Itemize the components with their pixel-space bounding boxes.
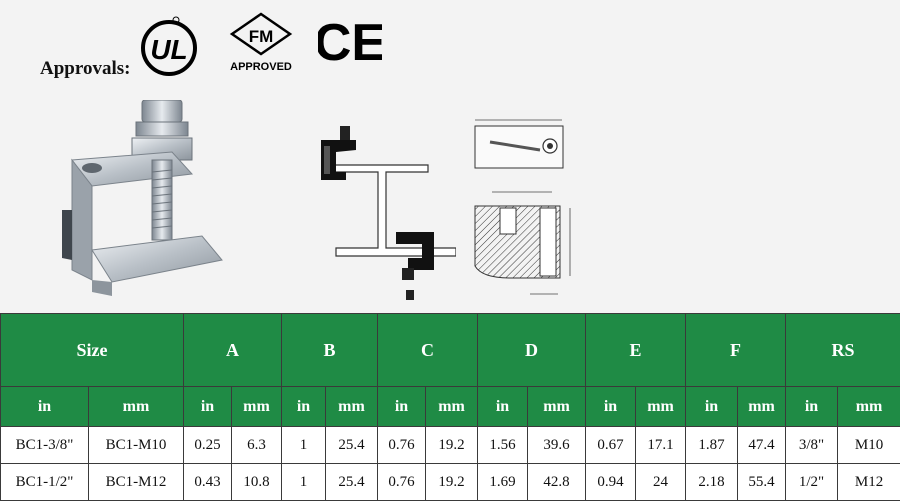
table-cell: 3/8" — [786, 427, 838, 464]
unit-header: in — [686, 387, 738, 427]
header-a: A — [184, 314, 282, 387]
section-dimension-drawing — [470, 186, 580, 304]
header-size: Size — [1, 314, 184, 387]
header-f: F — [686, 314, 786, 387]
table-cell: 10.8 — [232, 464, 282, 501]
table-cell: 1 — [282, 464, 326, 501]
header-rs: RS — [786, 314, 900, 387]
table-cell: 25.4 — [326, 427, 378, 464]
table-row: BC1-3/8" BC1-M10 0.25 6.3 1 25.4 0.76 19… — [1, 427, 900, 464]
table-row: BC1-1/2" BC1-M12 0.43 10.8 1 25.4 0.76 1… — [1, 464, 900, 501]
table-cell: 1.56 — [478, 427, 528, 464]
table-cell: 0.67 — [586, 427, 636, 464]
header-d: D — [478, 314, 586, 387]
unit-header: mm — [838, 387, 900, 427]
fm-logo-subtext: APPROVED — [230, 61, 292, 73]
header-row-units: in mm in mm in mm in mm in mm in mm in m… — [1, 387, 900, 427]
unit-header: mm — [738, 387, 786, 427]
fm-logo-text: FM — [249, 27, 274, 46]
beam-installation-drawing — [316, 120, 456, 305]
spec-table: Size A B C D E F RS in mm in mm in mm in… — [0, 313, 900, 501]
unit-header: in — [478, 387, 528, 427]
table-cell: 1.69 — [478, 464, 528, 501]
unit-header: mm — [89, 387, 184, 427]
unit-header: in — [786, 387, 838, 427]
unit-header: in — [586, 387, 636, 427]
header-row-groups: Size A B C D E F RS — [1, 314, 900, 387]
table-cell: 19.2 — [426, 464, 478, 501]
table-cell: BC1-1/2" — [1, 464, 89, 501]
header-b: B — [282, 314, 378, 387]
table-cell: 25.4 — [326, 464, 378, 501]
unit-header: in — [282, 387, 326, 427]
table-cell: 17.1 — [636, 427, 686, 464]
unit-header: in — [1, 387, 89, 427]
table-cell: 0.94 — [586, 464, 636, 501]
header-c: C — [378, 314, 478, 387]
unit-header: in — [378, 387, 426, 427]
beam-clamp-photo — [52, 100, 234, 300]
table-cell: 42.8 — [528, 464, 586, 501]
fm-approved-logo: FM APPROVED — [222, 12, 300, 74]
table-cell: 19.2 — [426, 427, 478, 464]
unit-header: in — [184, 387, 232, 427]
table-cell: 0.43 — [184, 464, 232, 501]
table-cell: BC1-M10 — [89, 427, 184, 464]
header-e: E — [586, 314, 686, 387]
unit-header: mm — [528, 387, 586, 427]
ce-mark: CE — [318, 14, 382, 66]
table-cell: 39.6 — [528, 427, 586, 464]
table-cell: 0.76 — [378, 427, 426, 464]
approvals-label: Approvals: — [40, 58, 130, 80]
table-cell: 24 — [636, 464, 686, 501]
table-cell: M10 — [838, 427, 900, 464]
table-cell: 47.4 — [738, 427, 786, 464]
unit-header: mm — [426, 387, 478, 427]
table-cell: 1/2" — [786, 464, 838, 501]
table-cell: BC1-M12 — [89, 464, 184, 501]
product-header-area: Approvals: UL FM APPROVED CE — [0, 0, 900, 313]
ul-logo: UL — [139, 12, 199, 78]
table-cell: 6.3 — [232, 427, 282, 464]
top-view-dimension-drawing — [470, 112, 570, 176]
unit-header: mm — [636, 387, 686, 427]
table-cell: 1 — [282, 427, 326, 464]
table-cell: 0.76 — [378, 464, 426, 501]
unit-header: mm — [326, 387, 378, 427]
unit-header: mm — [232, 387, 282, 427]
table-cell: M12 — [838, 464, 900, 501]
table-cell: BC1-3/8" — [1, 427, 89, 464]
table-cell: 55.4 — [738, 464, 786, 501]
ul-logo-text: UL — [150, 34, 187, 65]
ce-mark-text: CE — [318, 14, 382, 66]
table-cell: 0.25 — [184, 427, 232, 464]
table-cell: 2.18 — [686, 464, 738, 501]
table-cell: 1.87 — [686, 427, 738, 464]
